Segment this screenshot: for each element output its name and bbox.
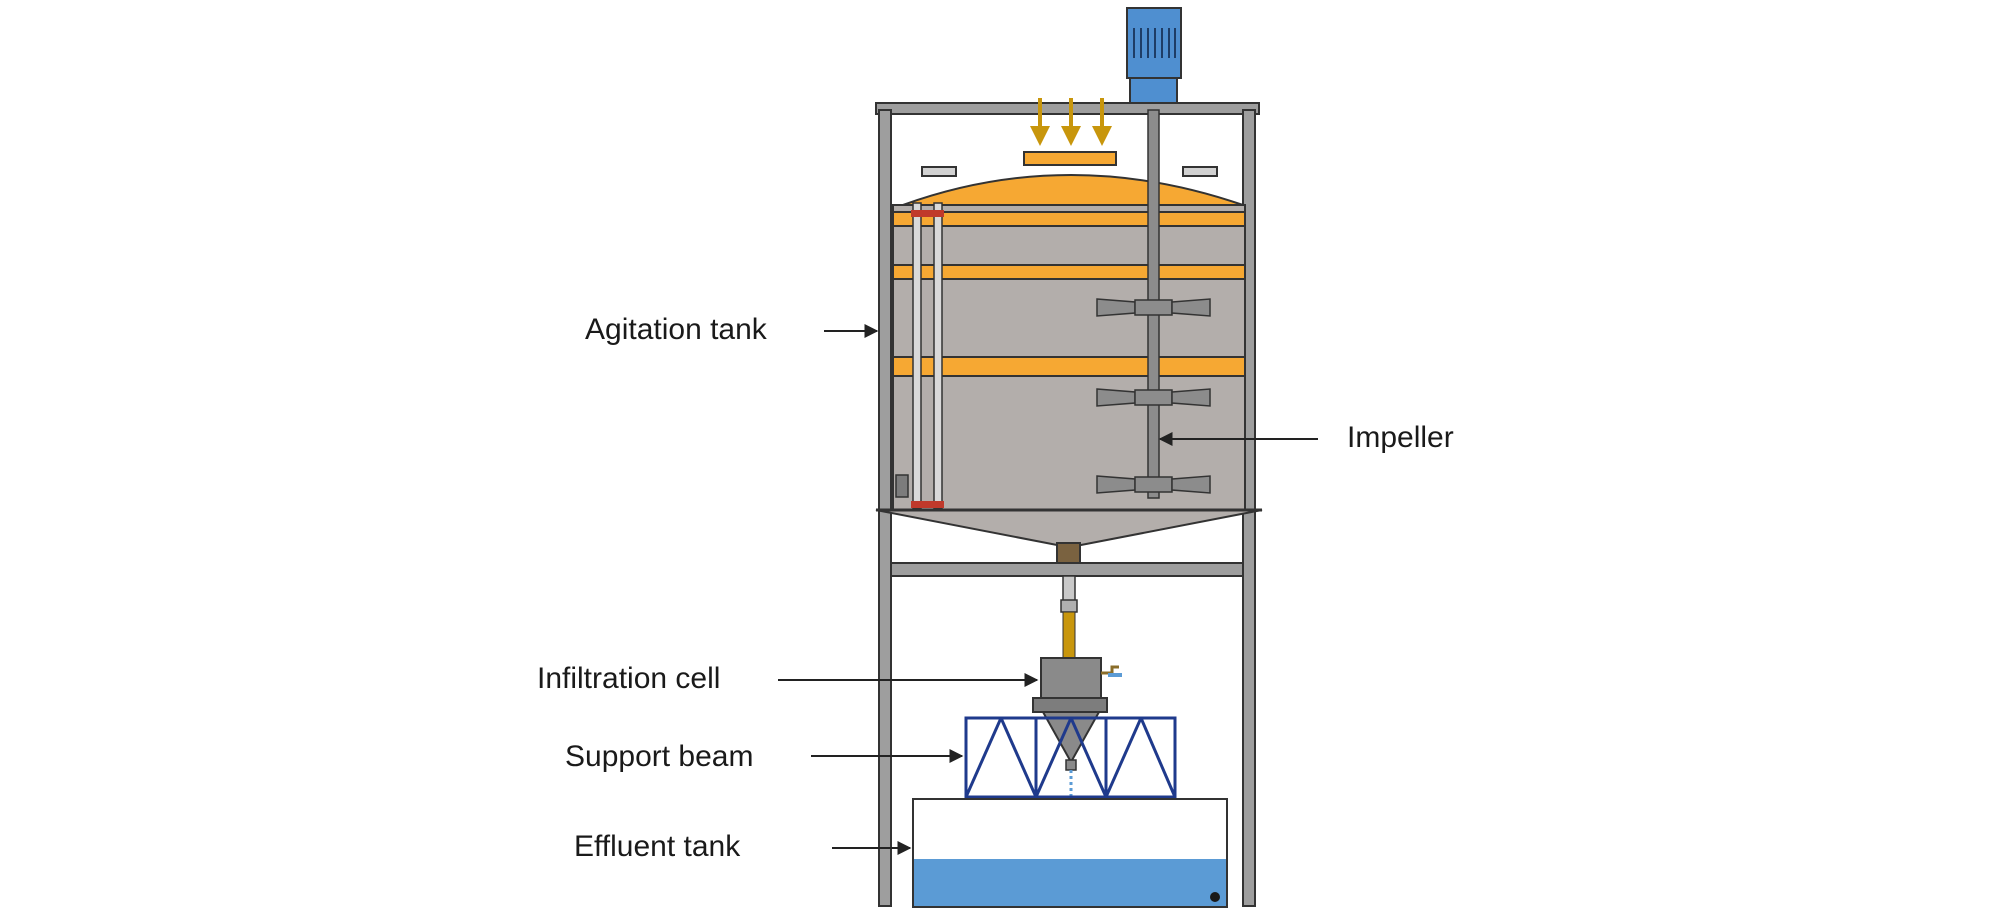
motor-icon [1126, 7, 1182, 104]
infiltration-cell [1032, 657, 1122, 808]
label-impeller: Impeller [1347, 421, 1454, 454]
support-beam [964, 716, 1177, 799]
impeller [1096, 109, 1211, 499]
label-infiltration-cell: Infiltration cell [537, 662, 721, 695]
agitation-tank [875, 151, 1263, 546]
effluent-tank [912, 798, 1228, 908]
label-agitation-tank: Agitation tank [585, 313, 767, 346]
outlet-pipe [1056, 542, 1081, 659]
feed-arrow-icon [1030, 98, 1112, 146]
label-effluent-tank: Effluent tank [574, 830, 741, 863]
label-support-beam: Support beam [565, 740, 754, 773]
leader-arrows [778, 324, 1318, 855]
